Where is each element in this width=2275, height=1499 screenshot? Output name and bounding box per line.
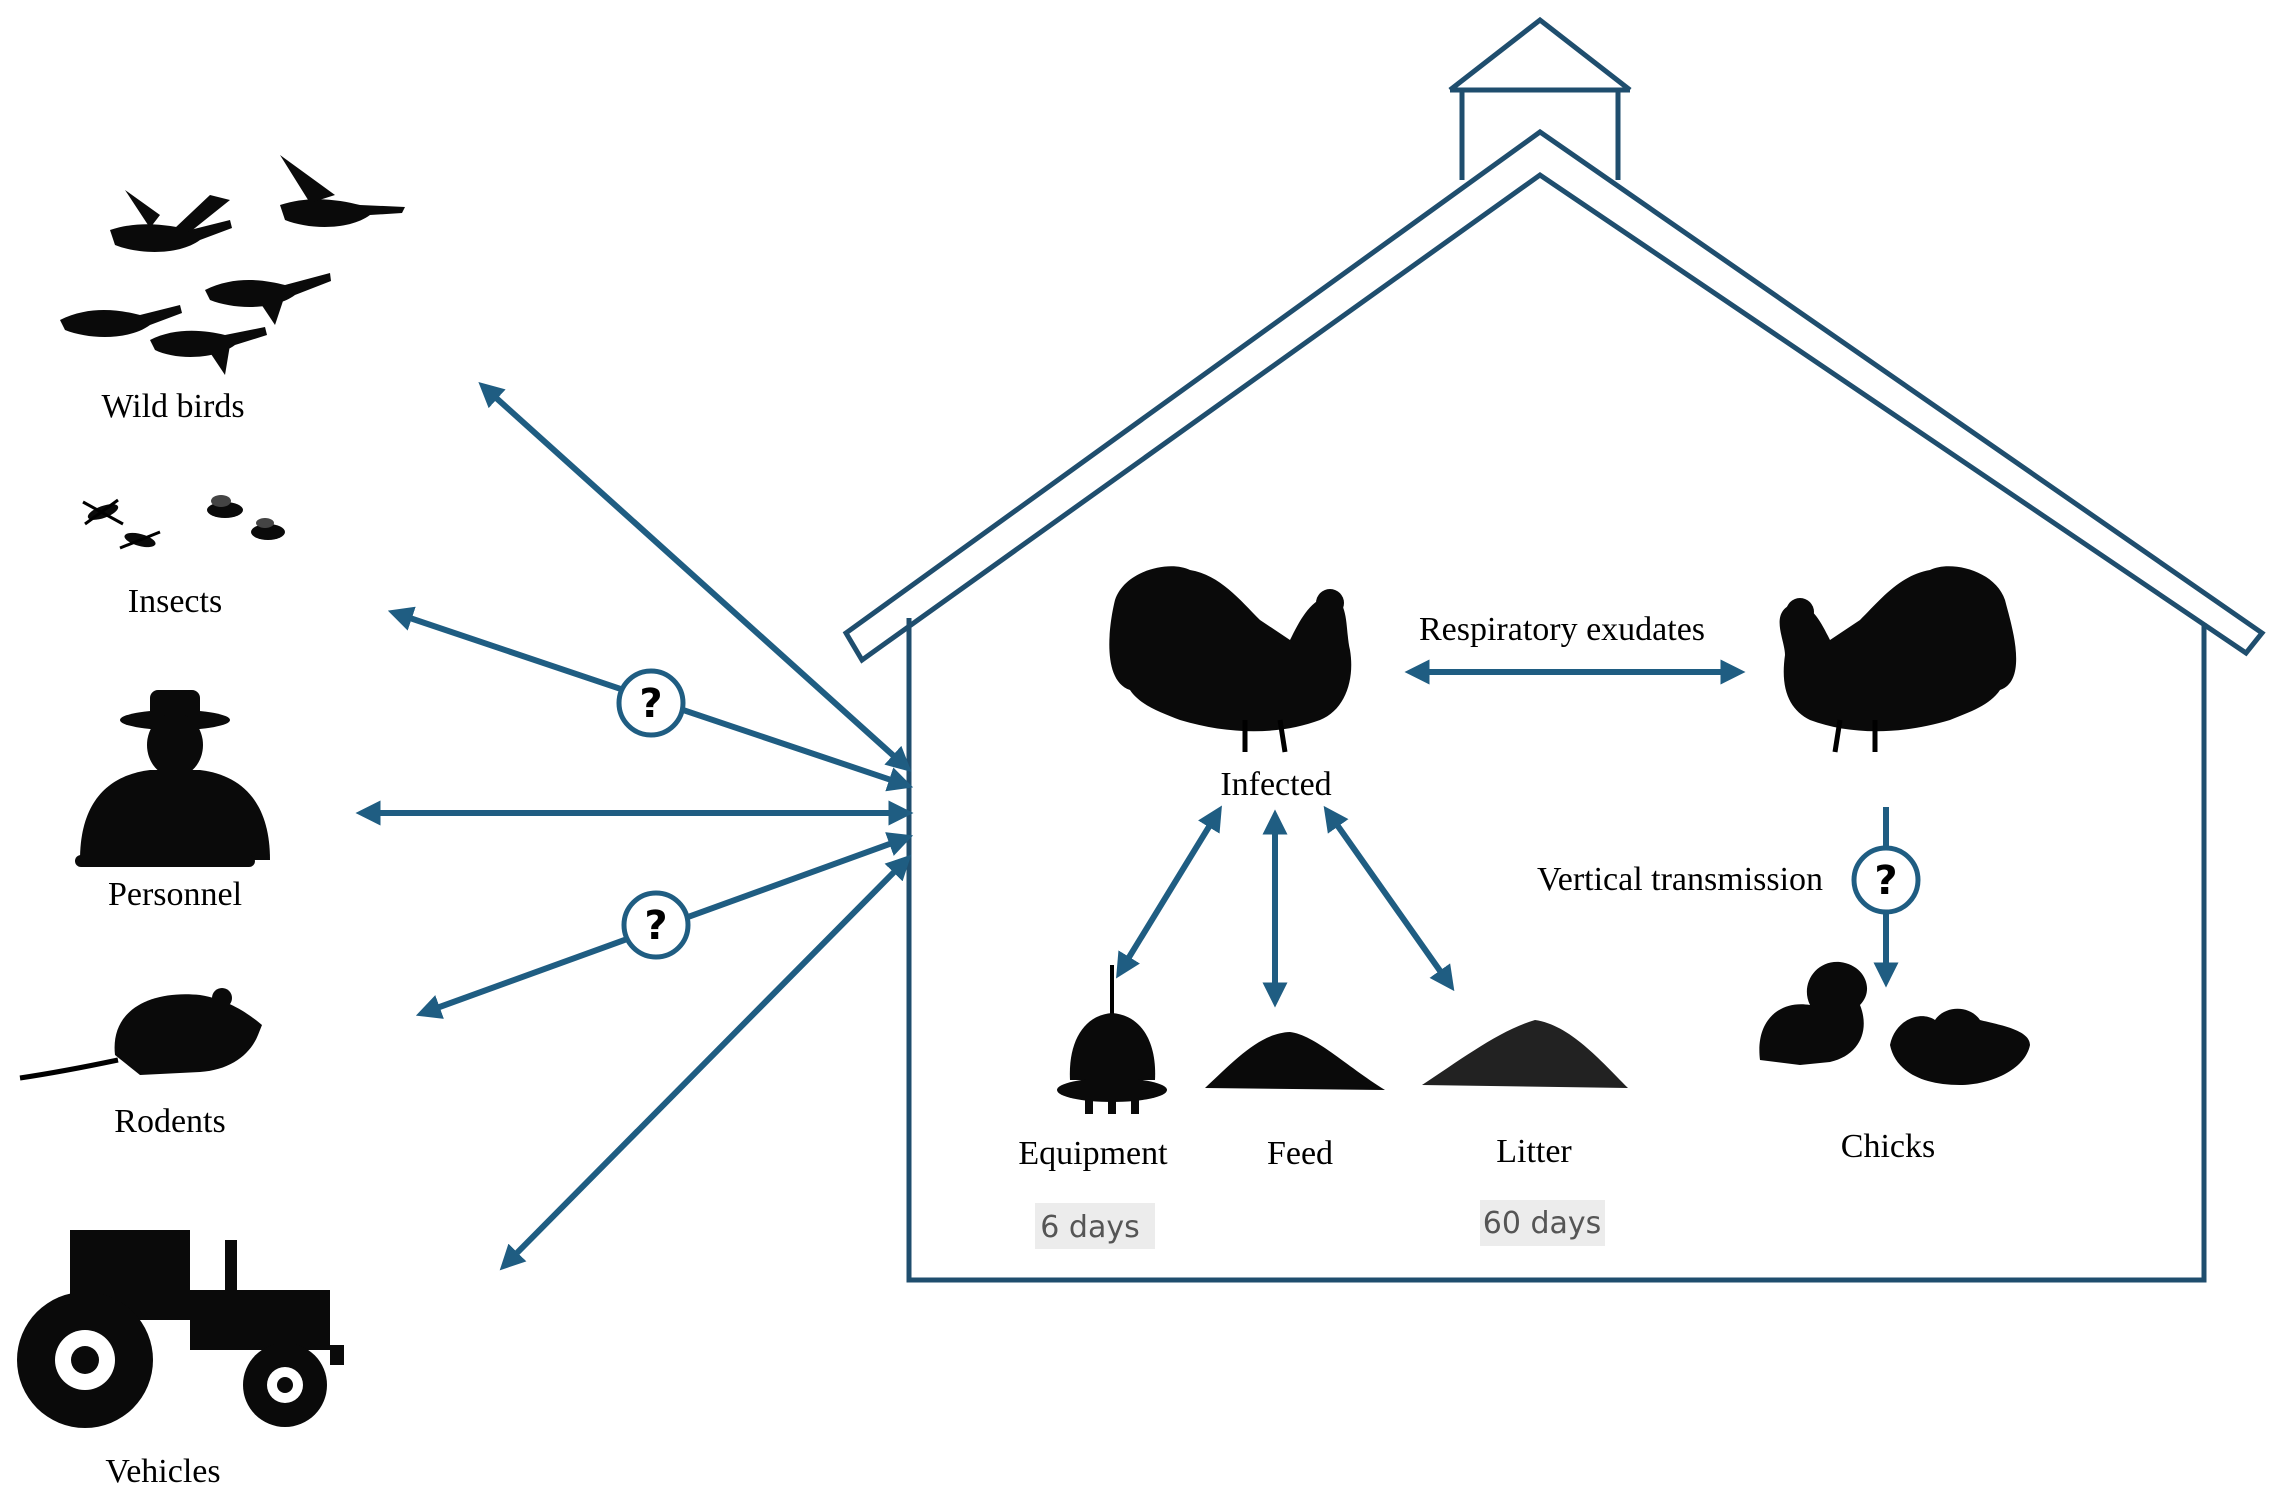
turkey-icon xyxy=(1779,566,2017,753)
unknown-marker-rodents: ? xyxy=(621,890,691,960)
insects-icon xyxy=(82,495,285,550)
personnel-label: Personnel xyxy=(108,876,242,913)
arrow-litter xyxy=(1323,805,1455,992)
unknown-marker-vertical: ? xyxy=(1851,845,1921,915)
rodent-icon xyxy=(19,988,263,1081)
wild-birds-label: Wild birds xyxy=(101,388,244,425)
vertical-transmission-label: Vertical transmission xyxy=(1537,861,1823,898)
litter-label: Litter xyxy=(1496,1133,1572,1170)
litter-pile-icon xyxy=(1422,1020,1628,1088)
svg-text:?: ? xyxy=(1874,858,1897,904)
feed-label: Feed xyxy=(1267,1135,1333,1172)
external-transmission-arrows xyxy=(355,381,914,1271)
arrow-wild-birds xyxy=(478,381,912,773)
infected-turkey-icon xyxy=(1109,566,1352,753)
litter-duration-tag xyxy=(1480,1200,1605,1246)
wild-birds-icon xyxy=(60,155,405,375)
litter-duration: 60 days xyxy=(1483,1206,1602,1241)
insects-label: Insects xyxy=(128,583,222,620)
equipment-duration-tag xyxy=(1035,1203,1155,1249)
arrow-vehicles xyxy=(499,854,912,1271)
svg-text:?: ? xyxy=(639,681,662,727)
tractor-icon xyxy=(17,1230,344,1428)
person-icon xyxy=(75,690,270,867)
arrow-equipment xyxy=(1116,805,1222,979)
vehicles-label: Vehicles xyxy=(105,1453,220,1490)
respiratory-exudates-label: Respiratory exudates xyxy=(1419,611,1705,648)
rodents-label: Rodents xyxy=(114,1103,225,1140)
feed-pile-icon xyxy=(1205,1032,1385,1090)
unknown-marker-insects: ? xyxy=(616,668,686,738)
infected-label: Infected xyxy=(1220,766,1331,803)
chicks-label: Chicks xyxy=(1841,1128,1935,1165)
svg-text:?: ? xyxy=(644,903,667,949)
chicks-icon xyxy=(1759,961,2030,1085)
equipment-duration: 6 days xyxy=(1040,1210,1139,1245)
feeder-icon xyxy=(1057,965,1167,1114)
equipment-label: Equipment xyxy=(1018,1135,1168,1172)
